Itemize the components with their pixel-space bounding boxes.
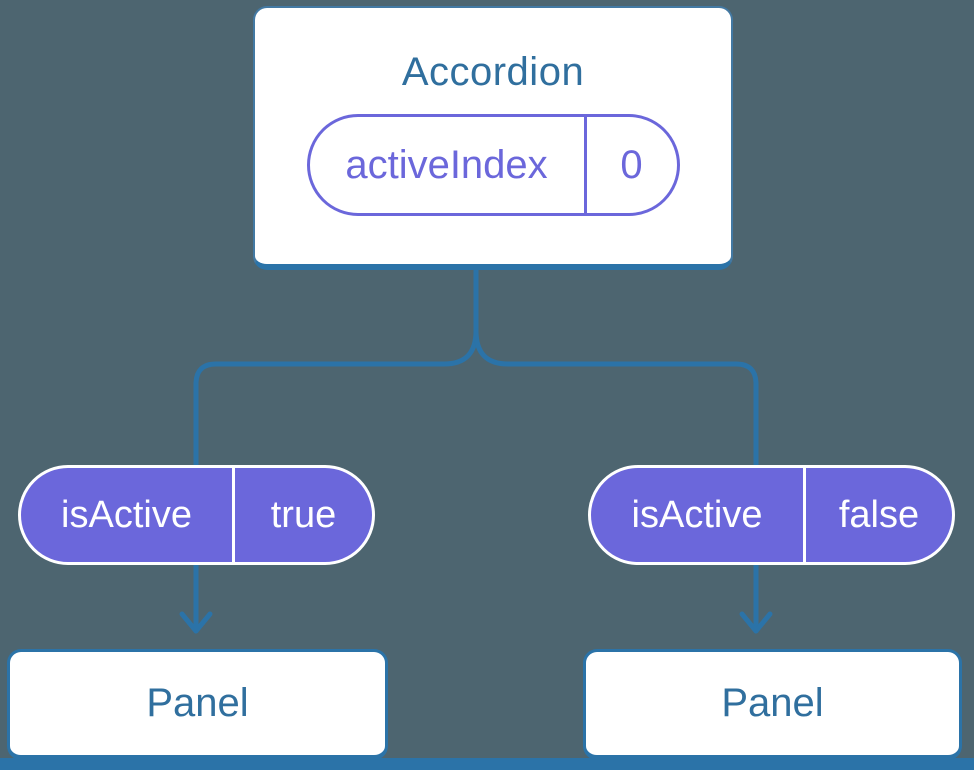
branch-left-line <box>193 328 479 634</box>
prop-pill-left-name: isActive <box>61 493 192 536</box>
prop-pill-left: isActive true <box>18 465 375 565</box>
arrowhead-left-icon <box>179 611 213 634</box>
panel-node-left: Panel <box>7 649 388 760</box>
branch-right-line <box>473 328 759 634</box>
arrowhead-right-icon <box>739 611 773 634</box>
prop-pill-left-divider <box>232 468 235 562</box>
prop-pill-right: isActive false <box>588 465 955 565</box>
bottom-edge-bar <box>0 758 974 770</box>
state-pill-value: 0 <box>620 142 643 187</box>
accordion-node: Accordion activeIndex 0 <box>253 6 733 270</box>
prop-pill-right-name: isActive <box>631 493 763 536</box>
panel-node-right-title: Panel <box>721 681 824 725</box>
panel-node-left-title: Panel <box>146 681 249 725</box>
accordion-node-title: Accordion <box>401 50 585 94</box>
accordion-state-pill: activeIndex 0 <box>306 114 680 216</box>
state-pill-name: activeIndex <box>345 142 548 187</box>
prop-pill-right-divider <box>803 468 806 562</box>
state-pill-divider <box>583 117 587 213</box>
prop-pill-left-value: true <box>270 493 337 536</box>
prop-pill-right-value: false <box>838 493 920 536</box>
panel-node-right: Panel <box>583 649 962 760</box>
